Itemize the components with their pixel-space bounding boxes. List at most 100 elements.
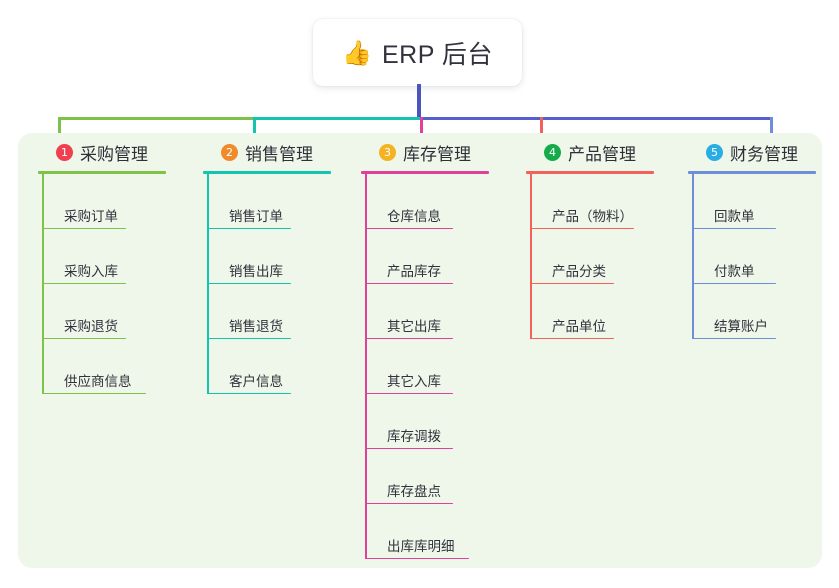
item-underline — [207, 337, 291, 339]
branch-items-purchasing: 采购订单 采购入库 采购退货 供应商信息 — [38, 174, 198, 394]
list-item[interactable]: 采购入库 — [38, 229, 198, 284]
branch-header-purchasing[interactable]: 1 采购管理 — [38, 133, 198, 171]
item-underline — [207, 282, 291, 284]
item-label: 产品分类 — [552, 263, 606, 279]
item-underline — [365, 337, 453, 339]
item-label: 回款单 — [714, 208, 755, 224]
list-item[interactable]: 销售退货 — [203, 284, 363, 339]
item-label: 产品（物料） — [552, 208, 633, 224]
item-underline — [365, 557, 469, 559]
branch-header-inventory[interactable]: 3 库存管理 — [361, 133, 521, 171]
list-item[interactable]: 结算账户 — [688, 284, 839, 339]
list-item[interactable]: 销售出库 — [203, 229, 363, 284]
branch-title-purchasing: 采购管理 — [80, 144, 148, 164]
list-item[interactable]: 供应商信息 — [38, 339, 198, 394]
list-item[interactable]: 出库库明细 — [361, 504, 521, 559]
branch-badge-3: 3 — [379, 143, 396, 161]
branch-column-product: 4 产品管理 产品（物料） 产品分类 产品单位 — [526, 133, 686, 339]
list-item[interactable]: 客户信息 — [203, 339, 363, 394]
item-label: 仓库信息 — [387, 208, 441, 224]
list-item[interactable]: 产品库存 — [361, 229, 521, 284]
branches-panel — [18, 133, 822, 568]
item-underline — [365, 447, 453, 449]
list-item[interactable]: 付款单 — [688, 229, 839, 284]
connector-bar-segment-3 — [420, 117, 542, 120]
list-item[interactable]: 采购订单 — [38, 174, 198, 229]
item-underline — [365, 282, 453, 284]
branch-underline-finance — [688, 171, 816, 174]
item-underline — [207, 392, 291, 394]
item-underline — [365, 227, 453, 229]
list-item[interactable]: 其它出库 — [361, 284, 521, 339]
list-item[interactable]: 产品单位 — [526, 284, 686, 339]
item-underline — [692, 227, 776, 229]
connector-bar-segment-1 — [58, 117, 255, 120]
branch-column-sales: 2 销售管理 销售订单 销售出库 销售退货 客户信息 — [203, 133, 363, 394]
branch-underline-product — [526, 171, 654, 174]
branch-header-finance[interactable]: 5 财务管理 — [688, 133, 839, 171]
connector-bar-segment-4 — [540, 117, 772, 120]
list-item[interactable]: 其它入库 — [361, 339, 521, 394]
branch-items-inventory: 仓库信息 产品库存 其它出库 其它入库 库存调拨 — [361, 174, 521, 559]
branch-column-finance: 5 财务管理 回款单 付款单 结算账户 — [688, 133, 839, 339]
item-underline — [42, 392, 146, 394]
branch-column-purchasing: 1 采购管理 采购订单 采购入库 采购退货 供应商信 — [38, 133, 198, 394]
item-label: 采购退货 — [64, 318, 118, 334]
item-label: 销售出库 — [229, 263, 283, 279]
item-label: 其它出库 — [387, 318, 441, 334]
branch-items-finance: 回款单 付款单 结算账户 — [688, 174, 839, 339]
branch-title-product: 产品管理 — [568, 144, 636, 164]
item-label: 出库库明细 — [387, 538, 455, 554]
branch-header-sales[interactable]: 2 销售管理 — [203, 133, 363, 171]
branch-title-finance: 财务管理 — [730, 144, 798, 164]
item-label: 付款单 — [714, 263, 755, 279]
item-label: 库存调拨 — [387, 428, 441, 444]
branch-underline-purchasing — [38, 171, 166, 174]
branch-badge-5: 5 — [706, 143, 723, 161]
root-stem-connector — [417, 84, 421, 120]
item-label: 产品库存 — [387, 263, 441, 279]
list-item[interactable]: 回款单 — [688, 174, 839, 229]
thumbs-up-emoji: 👍 — [342, 39, 372, 67]
item-underline — [530, 227, 634, 229]
branch-spine-inventory — [365, 174, 367, 559]
list-item[interactable]: 产品（物料） — [526, 174, 686, 229]
branch-title-sales: 销售管理 — [245, 144, 313, 164]
item-underline — [530, 282, 614, 284]
list-item[interactable]: 产品分类 — [526, 229, 686, 284]
item-underline — [365, 392, 453, 394]
item-underline — [42, 282, 126, 284]
branch-spine-sales — [207, 174, 209, 394]
item-label: 产品单位 — [552, 318, 606, 334]
branch-header-product[interactable]: 4 产品管理 — [526, 133, 686, 171]
list-item[interactable]: 库存盘点 — [361, 449, 521, 504]
item-label: 采购订单 — [64, 208, 118, 224]
branch-underline-sales — [203, 171, 331, 174]
branch-badge-4: 4 — [544, 143, 561, 161]
branch-title-inventory: 库存管理 — [403, 144, 471, 164]
item-underline — [530, 337, 614, 339]
connector-bar-segment-2 — [253, 117, 422, 120]
item-label: 供应商信息 — [64, 373, 132, 389]
branch-column-inventory: 3 库存管理 仓库信息 产品库存 其它出库 其它入库 — [361, 133, 521, 559]
page-title: ERP 后台 — [381, 40, 493, 69]
root-node[interactable]: 👍 ERP 后台 — [313, 19, 522, 86]
item-underline — [42, 337, 126, 339]
branch-badge-2: 2 — [221, 143, 238, 161]
list-item[interactable]: 销售订单 — [203, 174, 363, 229]
branch-columns: 1 采购管理 采购订单 采购入库 采购退货 供应商信 — [18, 133, 822, 568]
item-label: 库存盘点 — [387, 483, 441, 499]
branch-spine-finance — [692, 174, 694, 339]
item-underline — [42, 227, 126, 229]
branch-underline-inventory — [361, 171, 489, 174]
branch-badge-1: 1 — [56, 143, 73, 161]
item-label: 结算账户 — [714, 318, 768, 334]
item-underline — [207, 227, 291, 229]
list-item[interactable]: 采购退货 — [38, 284, 198, 339]
list-item[interactable]: 仓库信息 — [361, 174, 521, 229]
branch-items-sales: 销售订单 销售出库 销售退货 客户信息 — [203, 174, 363, 394]
item-underline — [692, 282, 776, 284]
item-label: 采购入库 — [64, 263, 118, 279]
branch-spine-product — [530, 174, 532, 339]
list-item[interactable]: 库存调拨 — [361, 394, 521, 449]
